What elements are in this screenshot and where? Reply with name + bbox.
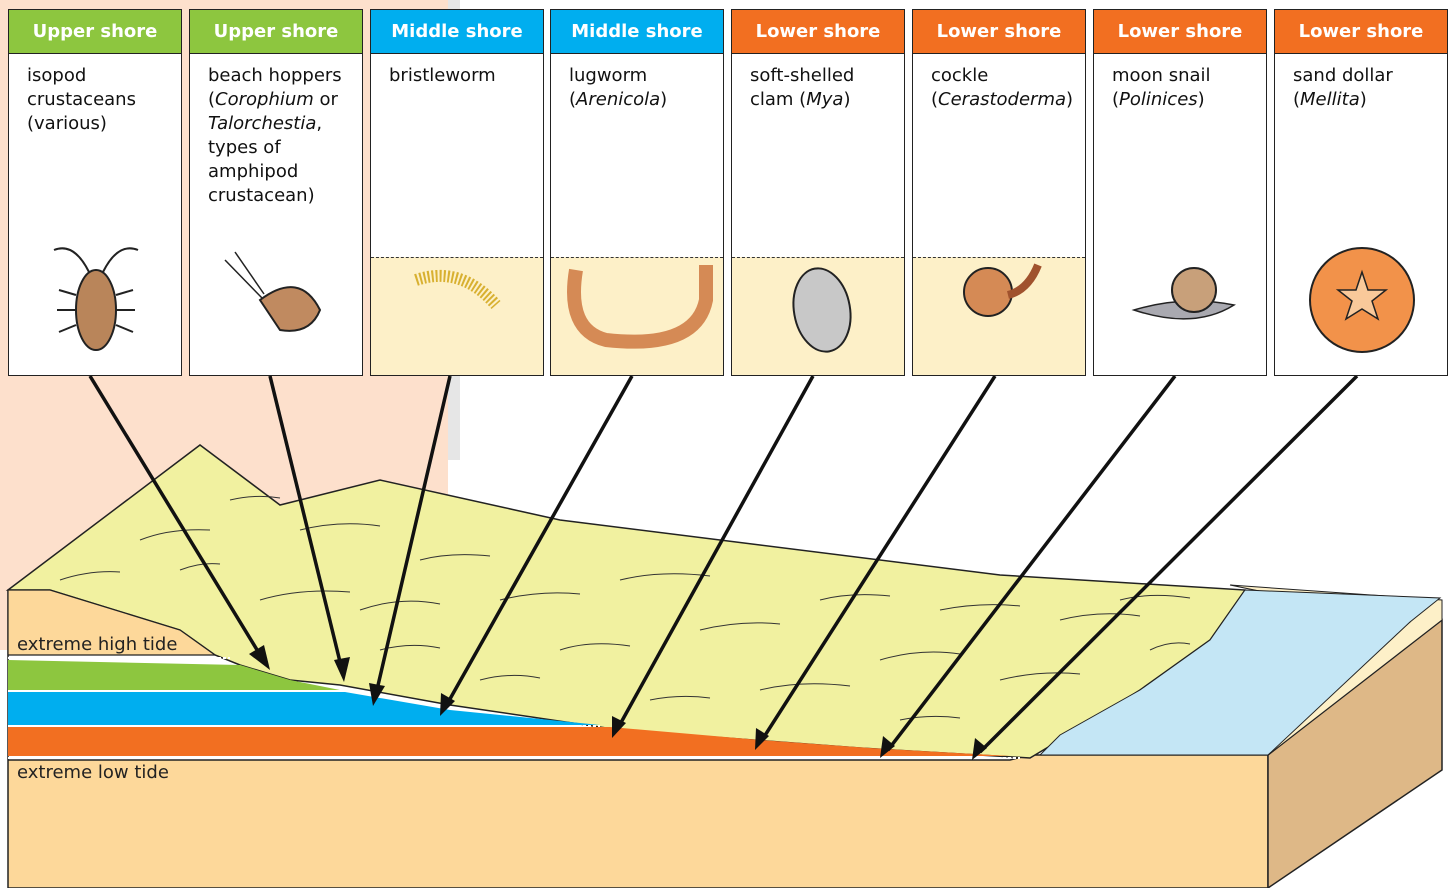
isopod-icon [9,10,183,377]
clam-icon [732,10,906,377]
cockle-icon [913,10,1087,377]
bristleworm-icon [371,10,545,377]
extreme-low-tide-label: extreme low tide [17,762,169,783]
sand-dollar-icon [1275,10,1448,377]
extreme-high-tide-label: extreme high tide [17,634,177,655]
beach-hopper-icon [190,10,364,377]
moon-snail-icon [1094,10,1268,377]
lugworm-icon [551,10,725,377]
